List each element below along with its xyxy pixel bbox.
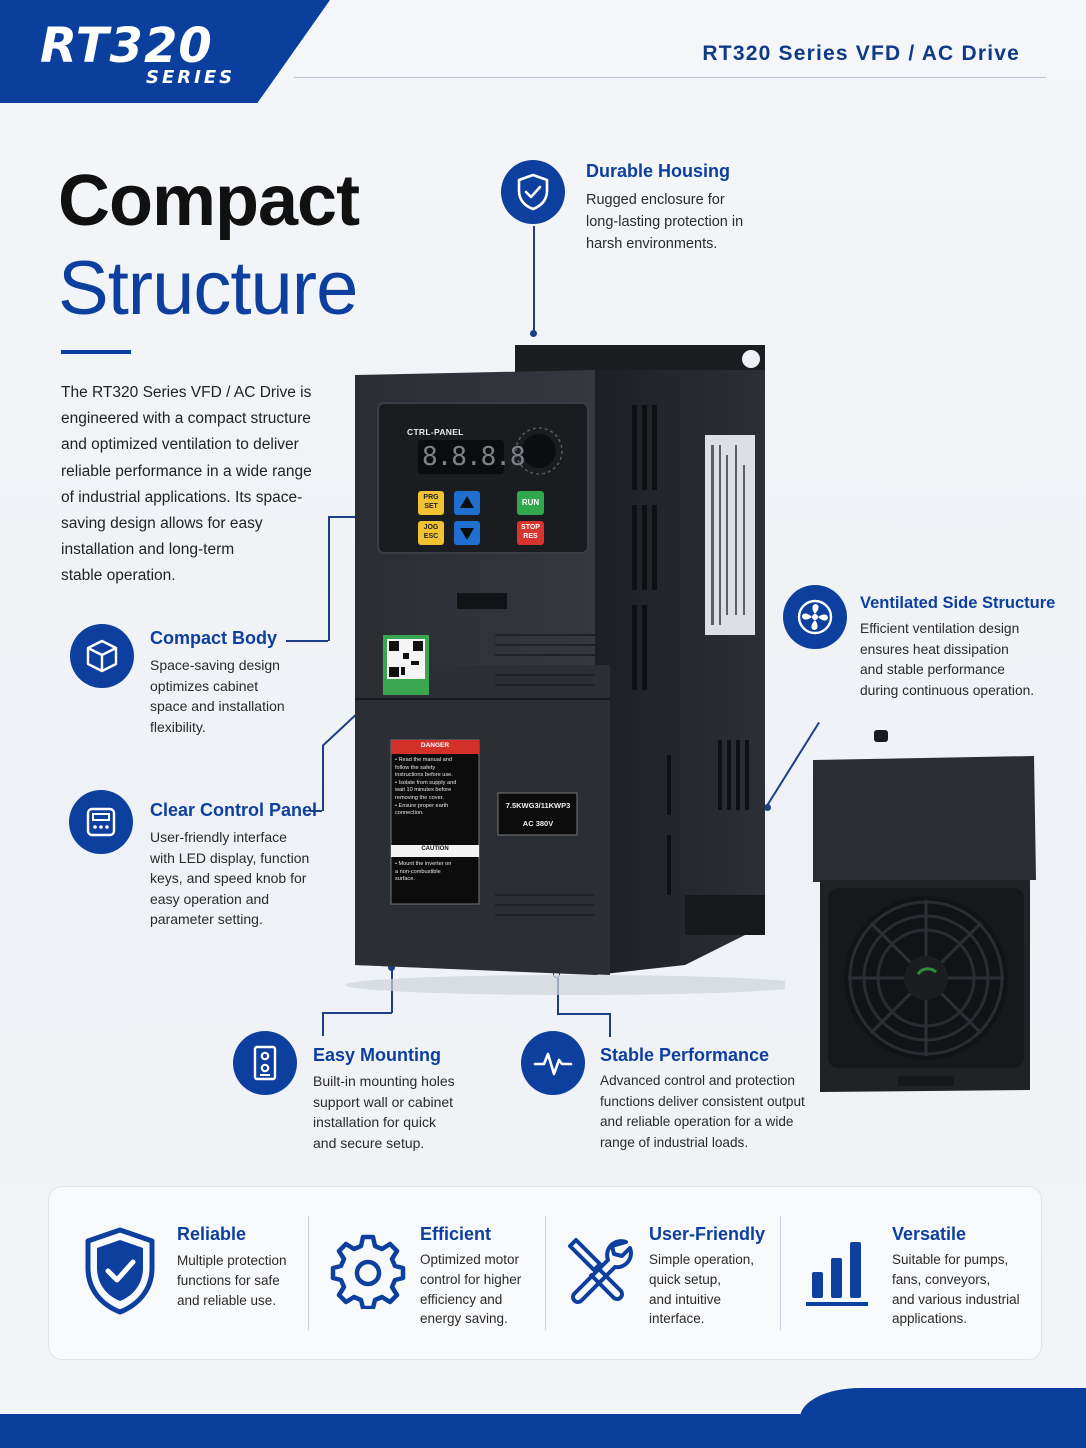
ctrl-panel-label: CTRL-PANEL — [407, 427, 464, 437]
leader-dot — [388, 964, 395, 971]
leader-line — [286, 640, 328, 642]
headline-line2: Structure — [58, 246, 358, 331]
headline-line1: Compact — [58, 161, 360, 241]
leader-line — [328, 516, 330, 641]
feature-durable-title: Durable Housing — [586, 161, 731, 181]
logo-text: RT320 — [40, 18, 213, 74]
benefit-efficient-desc: Optimized motor control for higher effic… — [420, 1252, 522, 1327]
fan-unit-image — [808, 730, 1046, 1100]
footer-accent — [800, 1388, 1086, 1418]
warning-header: DANGER — [420, 742, 450, 749]
fan-icon — [783, 585, 847, 649]
leader-line — [322, 1012, 392, 1014]
rating-label-line2: AC 380V — [522, 819, 554, 828]
benefit-efficient-title: Efficient — [420, 1224, 492, 1244]
shield-check-icon — [501, 160, 565, 224]
feature-compact-title: Compact Body — [150, 628, 278, 648]
header-title: RT320 Series VFD / AC Drive — [702, 42, 1020, 65]
leader-line — [322, 745, 324, 811]
jog-esc-key: JOG ESC — [423, 524, 439, 540]
caution-header: CAUTION — [421, 846, 449, 852]
leader-line — [310, 810, 322, 812]
leader-line — [533, 226, 535, 332]
gear-icon — [330, 1233, 406, 1314]
mounting-plate-icon — [233, 1031, 297, 1095]
feature-mounting-desc: Built-in mounting holes support wall or … — [313, 1073, 455, 1151]
led-display: 8.8.8.8 — [422, 442, 526, 472]
rating-label-line1: 7.5KWG3/11KWP3 — [505, 801, 571, 810]
feature-ventilated-desc: Efficient ventilation design ensures hea… — [860, 621, 1035, 698]
header-divider — [294, 77, 1046, 78]
feature-control-title: Clear Control Panel — [150, 800, 318, 820]
feature-control-desc: User-friendly interface with LED display… — [150, 829, 310, 927]
benefit-divider — [308, 1216, 309, 1330]
vfd-product-image: CTRL-PANEL 8.8.8.8 PRG SET JOG ESC RUN S… — [345, 335, 805, 995]
leader-dot — [530, 330, 537, 337]
tools-icon — [564, 1234, 634, 1309]
benefit-divider — [780, 1216, 781, 1330]
stop-reset-key: STOP RES — [521, 524, 540, 540]
leader-dot — [764, 804, 771, 811]
headline-underline — [61, 350, 131, 354]
prg-set-key: PRG SET — [423, 494, 439, 510]
leader-line — [322, 1012, 324, 1036]
benefit-versatile-title: Versatile — [892, 1224, 967, 1244]
benefit-divider — [545, 1216, 546, 1330]
footer-band — [0, 1414, 1086, 1448]
control-panel-icon — [69, 790, 133, 854]
shield-check-icon — [82, 1226, 158, 1321]
benefit-reliable-desc: Multiple protection functions for safe a… — [177, 1253, 287, 1308]
feature-ventilated-title: Ventilated Side Structure — [860, 594, 1056, 612]
feature-mounting-title: Easy Mounting — [313, 1045, 442, 1065]
pulse-icon — [521, 1031, 585, 1095]
cube-icon — [70, 624, 134, 688]
benefit-userfriendly-title: User-Friendly — [649, 1224, 766, 1244]
benefit-userfriendly-desc: Simple operation, quick setup, and intui… — [649, 1252, 755, 1327]
leader-line — [609, 1013, 611, 1037]
run-key: RUN — [521, 498, 540, 507]
feature-stable-title: Stable Performance — [600, 1045, 770, 1065]
feature-compact-desc: Space-saving design optimizes cabinet sp… — [150, 657, 285, 735]
leader-line — [328, 516, 378, 518]
bar-chart-icon — [804, 1238, 872, 1313]
leader-line — [557, 1013, 610, 1015]
logo-subtext: SERIES — [146, 67, 236, 88]
benefit-reliable-title: Reliable — [177, 1224, 247, 1244]
intro-paragraph: The RT320 Series VFD / AC Drive is engin… — [61, 384, 312, 585]
leader-line — [557, 978, 559, 1014]
feature-durable-desc: Rugged enclosure for long-lasting protec… — [586, 192, 744, 252]
feature-stable-desc: Advanced control and protection function… — [600, 1073, 805, 1150]
benefit-versatile-desc: Suitable for pumps, fans, conveyors, and… — [892, 1252, 1020, 1327]
